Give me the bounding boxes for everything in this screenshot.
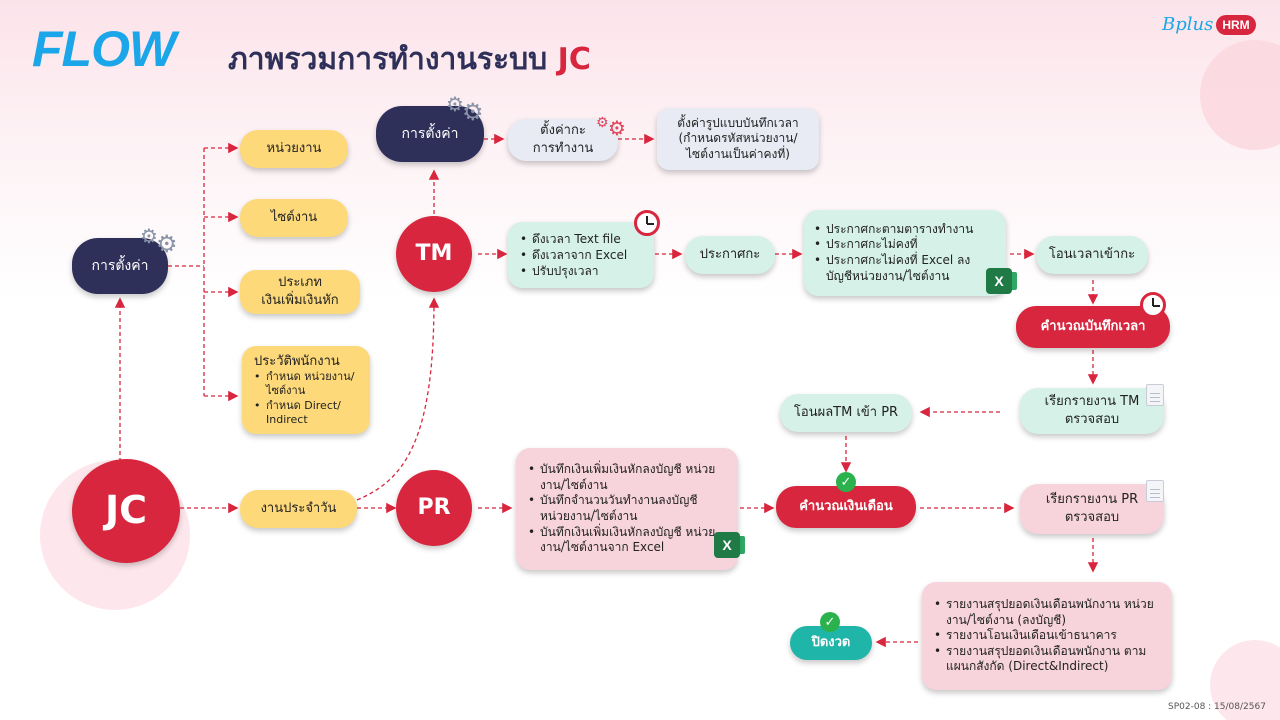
excel-icon: X <box>714 532 745 558</box>
time-format-setting-node[interactable]: ตั้งค่ารูปแบบบันทึกเวลา (กำหนดรหัสหน่วยง… <box>657 108 819 170</box>
time-format-line: (กำหนดรหัสหน่วยงาน/ <box>678 131 798 146</box>
history-title: ประวัติพนักงาน <box>254 353 340 369</box>
flow-logo: FLOW <box>32 21 176 77</box>
report-item: รายงานโอนเงินเดือนเข้าธนาคาร <box>934 628 1160 644</box>
decor-circle-top-right <box>1200 40 1280 150</box>
history-item: กำหนด หน่วยงาน/ ไซต์งาน <box>254 370 358 399</box>
document-icon <box>1146 384 1164 406</box>
tm-import-node[interactable]: ดึงเวลา Text file ดึงเวลาจาก Excel ปรับป… <box>508 222 654 288</box>
page-title-accent: JC <box>557 42 591 77</box>
settings-left-node[interactable]: การตั้งค่า <box>72 238 168 294</box>
pr-report-line2: ตรวจสอบ <box>1064 510 1120 525</box>
shift-option-item: ประกาศกะไม่คงที่ <box>814 237 996 253</box>
tm-report-node[interactable]: เรียกรายงาน TM ตรวจสอบ <box>1020 388 1164 434</box>
gear-icon: ⚙ <box>140 224 158 248</box>
report-item: รายงานสรุปยอดเงินเดือนพนักงาน หน่วยงาน/ไ… <box>934 597 1160 628</box>
income-type-line1: ประเภท <box>278 275 322 291</box>
shift-options-node[interactable]: ประกาศกะตามตารางทำงาน ประกาศกะไม่คงที่ ป… <box>804 210 1006 296</box>
shift-option-item: ประกาศกะตามตารางทำงาน <box>814 222 996 238</box>
tm-import-item: ดึงเวลา Text file <box>520 231 627 247</box>
excel-icon: X <box>986 268 1017 294</box>
work-shift-setting-node[interactable]: ตั้งค่ากะ การทำงาน <box>508 119 618 161</box>
pr-report-line1: เรียกรายงาน PR <box>1045 492 1139 508</box>
settings-top-node[interactable]: การตั้งค่า <box>376 106 484 162</box>
check-icon: ✓ <box>836 472 856 492</box>
tm-import-item: ปรับปรุงเวลา <box>520 263 627 279</box>
pr-entries-node[interactable]: บันทึกเงินเพิ่มเงินหักลงบัญชี หน่วยงาน/ไ… <box>516 448 738 570</box>
calc-salary-node[interactable]: คำนวณเงินเดือน <box>776 486 916 528</box>
tm-node[interactable]: TM <box>396 216 472 292</box>
income-type-node[interactable]: ประเภท เงินเพิ่มเงินหัก <box>240 270 360 314</box>
close-period-node[interactable]: ปิดงวด <box>790 626 872 660</box>
report-item: รายงานสรุปยอดเงินเดือนพนักงาน ตามแผนกสัง… <box>934 644 1160 675</box>
brand-logo: Bplus HRM <box>1162 14 1256 35</box>
income-type-line2: เงินเพิ่มเงินหัก <box>261 293 339 308</box>
document-code: SP02-08 : 15/08/2567 <box>1168 702 1266 712</box>
history-item: กำหนด Direct/ Indirect <box>254 399 358 428</box>
work-setting-line2: การทำงาน <box>532 141 594 156</box>
pr-entry-item: บันทึกเงินเพิ่มเงินหักลงบัญชี หน่วยงาน/ไ… <box>528 462 726 493</box>
daily-work-node[interactable]: งานประจำวัน <box>240 490 357 528</box>
brand-script: Bplus <box>1162 14 1214 35</box>
unit-node[interactable]: หน่วยงาน <box>240 130 348 168</box>
page-title: ภาพรวมการทำงานระบบ JC <box>228 36 591 83</box>
time-format-line: ไซต์งานเป็นค่าคงที่) <box>686 146 790 161</box>
gear-icon: ⚙ <box>596 115 609 131</box>
tm-report-line1: เรียกรายงาน TM <box>1044 394 1140 410</box>
brand-badge: HRM <box>1216 14 1256 35</box>
pr-entry-item: บันทึกเงินเพิ่มเงินหักลงบัญชี หน่วยงาน/ไ… <box>528 525 726 556</box>
tm-import-item: ดึงเวลาจาก Excel <box>520 247 627 263</box>
work-setting-line1: ตั้งค่ากะ <box>540 123 586 139</box>
employee-history-node[interactable]: ประวัติพนักงาน กำหนด หน่วยงาน/ ไซต์งาน ก… <box>242 346 370 434</box>
clock-icon <box>1140 292 1166 318</box>
pr-node[interactable]: PR <box>396 470 472 546</box>
announce-shift-node[interactable]: ประกาศกะ <box>685 236 775 274</box>
pr-entry-item: บันทึกจำนวนวันทำงานลงบัญชี หน่วยงาน/ไซต์… <box>528 493 726 524</box>
decor-circle-bottom-right <box>1210 640 1280 720</box>
time-format-line: ตั้งค่ารูปแบบบันทึกเวลา <box>677 115 799 130</box>
check-icon: ✓ <box>820 612 840 632</box>
final-reports-node[interactable]: รายงานสรุปยอดเงินเดือนพนักงาน หน่วยงาน/ไ… <box>922 582 1172 690</box>
gear-icon: ⚙ <box>608 116 626 140</box>
page-title-text: ภาพรวมการทำงานระบบ <box>228 42 548 77</box>
pr-report-node[interactable]: เรียกรายงาน PR ตรวจสอบ <box>1020 484 1164 534</box>
document-icon <box>1146 480 1164 502</box>
jc-node[interactable]: JC <box>72 459 180 563</box>
gear-icon: ⚙ <box>462 98 484 126</box>
arrow-daily-tm <box>356 297 440 501</box>
tm-report-line2: ตรวจสอบ <box>1064 412 1120 427</box>
site-node[interactable]: ไซต์งาน <box>240 199 348 237</box>
transfer-shift-node[interactable]: โอนเวลาเข้ากะ <box>1036 236 1148 274</box>
gear-icon: ⚙ <box>446 92 464 116</box>
transfer-tm-pr-node[interactable]: โอนผลTM เข้า PR <box>780 394 912 432</box>
gear-icon: ⚙ <box>156 230 178 258</box>
shift-option-item: ประกาศกะไม่คงที่ Excel ลงบัญชีหน่วยงาน/ไ… <box>814 253 996 284</box>
clock-icon <box>634 210 660 236</box>
